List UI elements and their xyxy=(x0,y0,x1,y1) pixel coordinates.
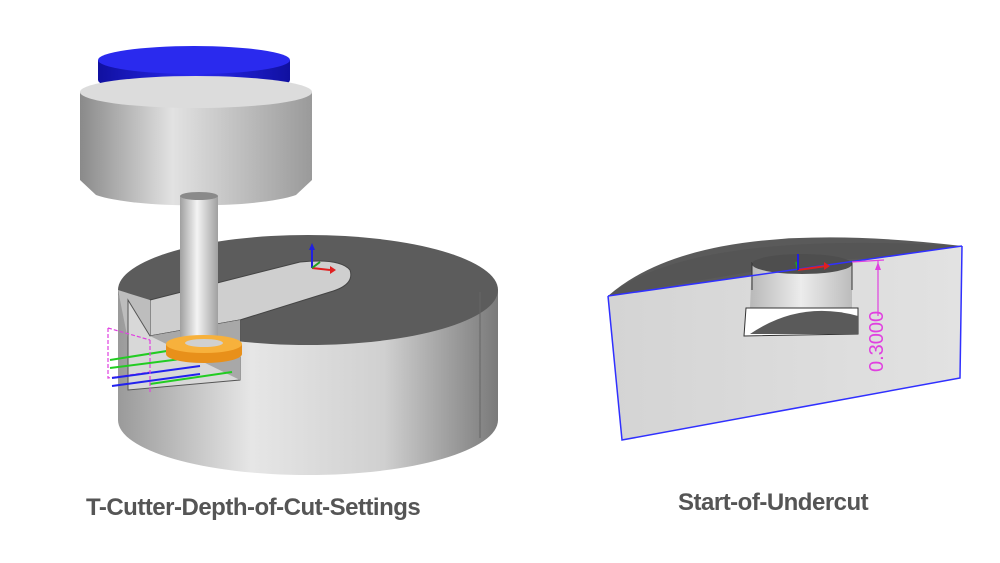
tool-shaft xyxy=(180,192,218,346)
t-cutter-disc xyxy=(166,335,242,363)
left-caption: T-Cutter-Depth-of-Cut-Settings xyxy=(86,494,421,521)
tool-holder xyxy=(80,46,312,206)
right-axis-triad-icon xyxy=(795,254,830,271)
left-axis-triad-icon xyxy=(309,243,336,274)
dimension-value: 0.3000 xyxy=(866,311,888,372)
right-section-view xyxy=(607,237,963,441)
depth-dimension: 0.3000 xyxy=(851,259,888,372)
right-caption: Start-of-Undercut xyxy=(678,489,869,516)
